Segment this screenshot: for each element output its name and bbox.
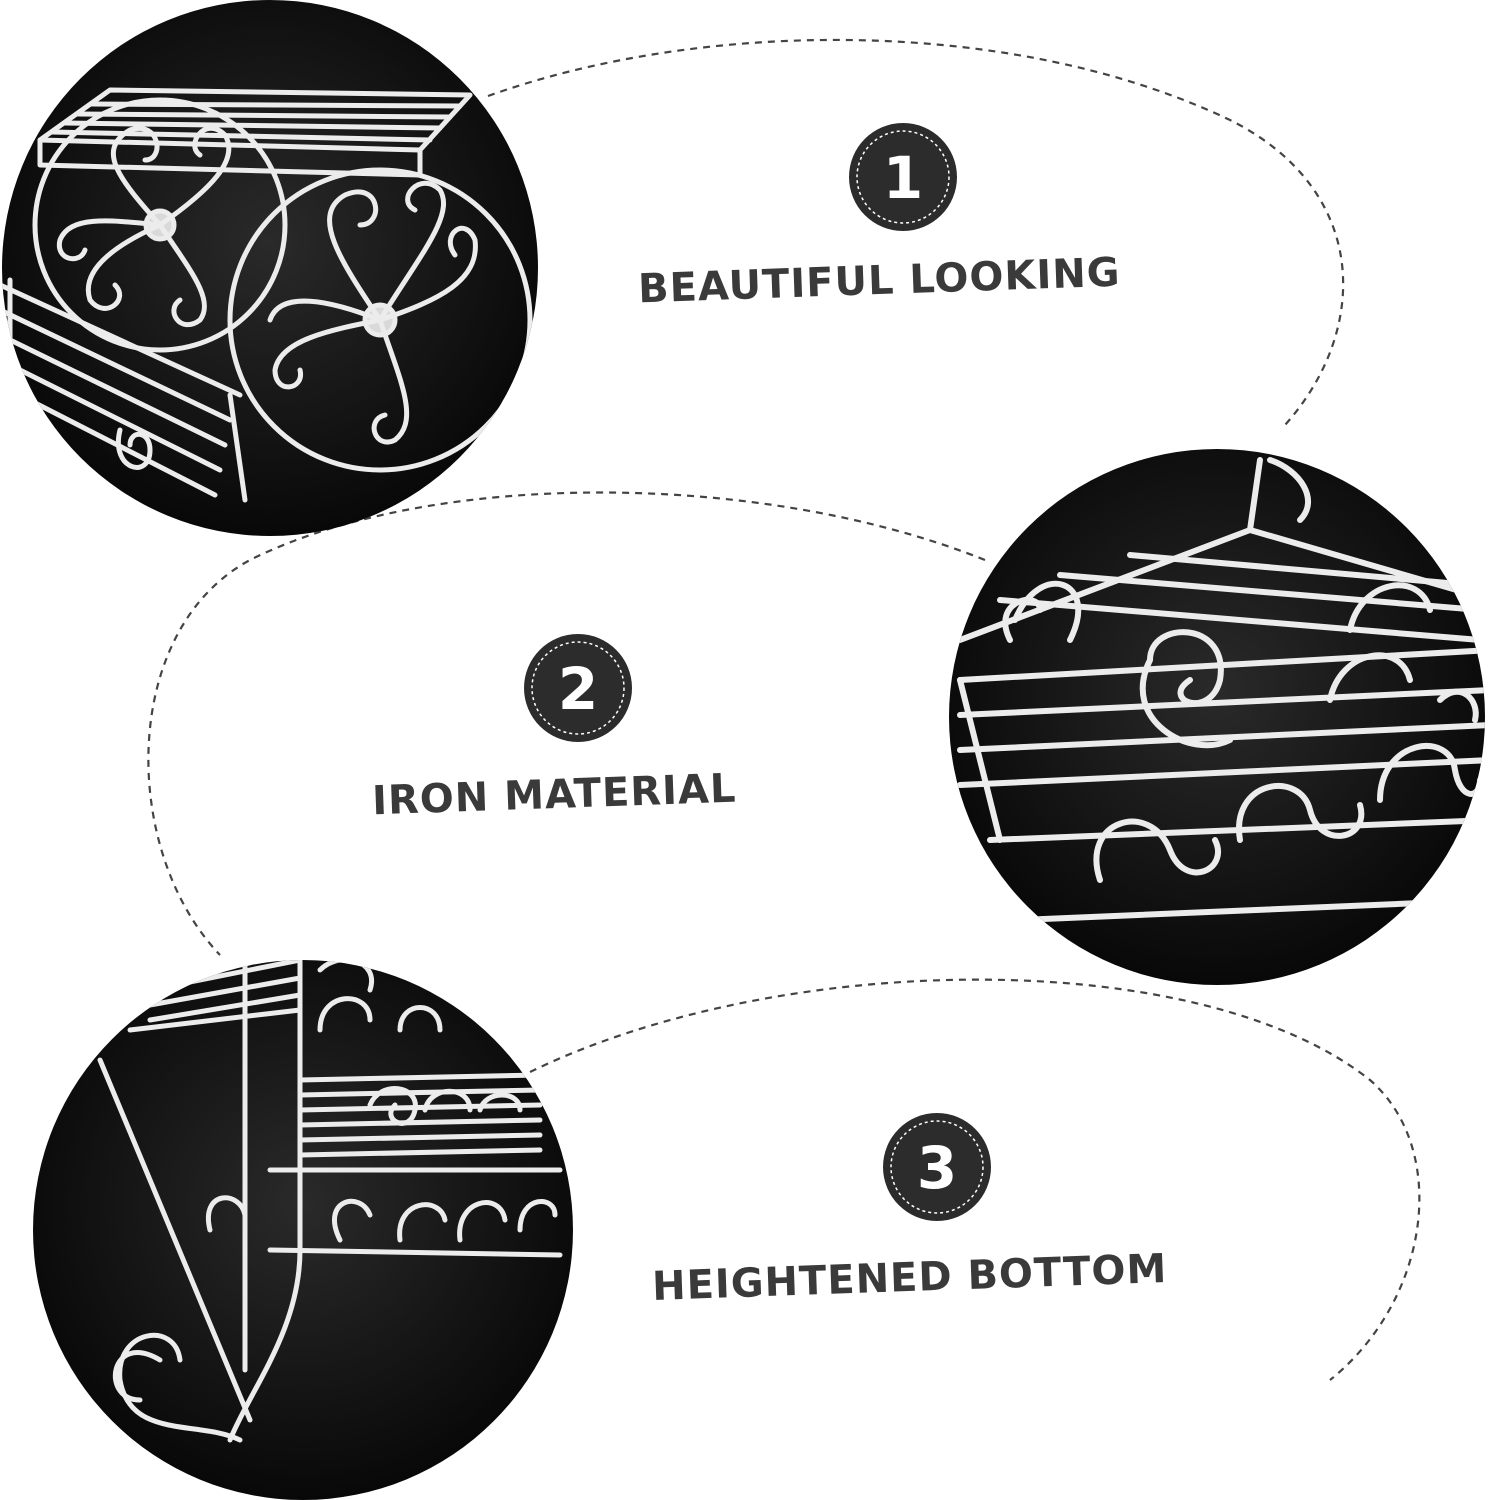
wire-shelf-photo [949, 449, 1485, 985]
number-badge-3: 3 [883, 1113, 991, 1221]
curled-leg-photo [33, 960, 573, 1500]
dashed-connector-3 [529, 978, 1421, 1381]
scroll-wheel-shelf-photo [2, 0, 538, 536]
dashed-connector-1 [487, 38, 1345, 426]
number-badge-1: 1 [849, 123, 957, 231]
badge-number-3: 3 [917, 1134, 957, 1202]
badge-number-1: 1 [883, 144, 923, 212]
number-badge-2: 2 [524, 634, 632, 742]
dashed-connector-2 [147, 491, 986, 956]
badge-number-2: 2 [558, 655, 598, 723]
